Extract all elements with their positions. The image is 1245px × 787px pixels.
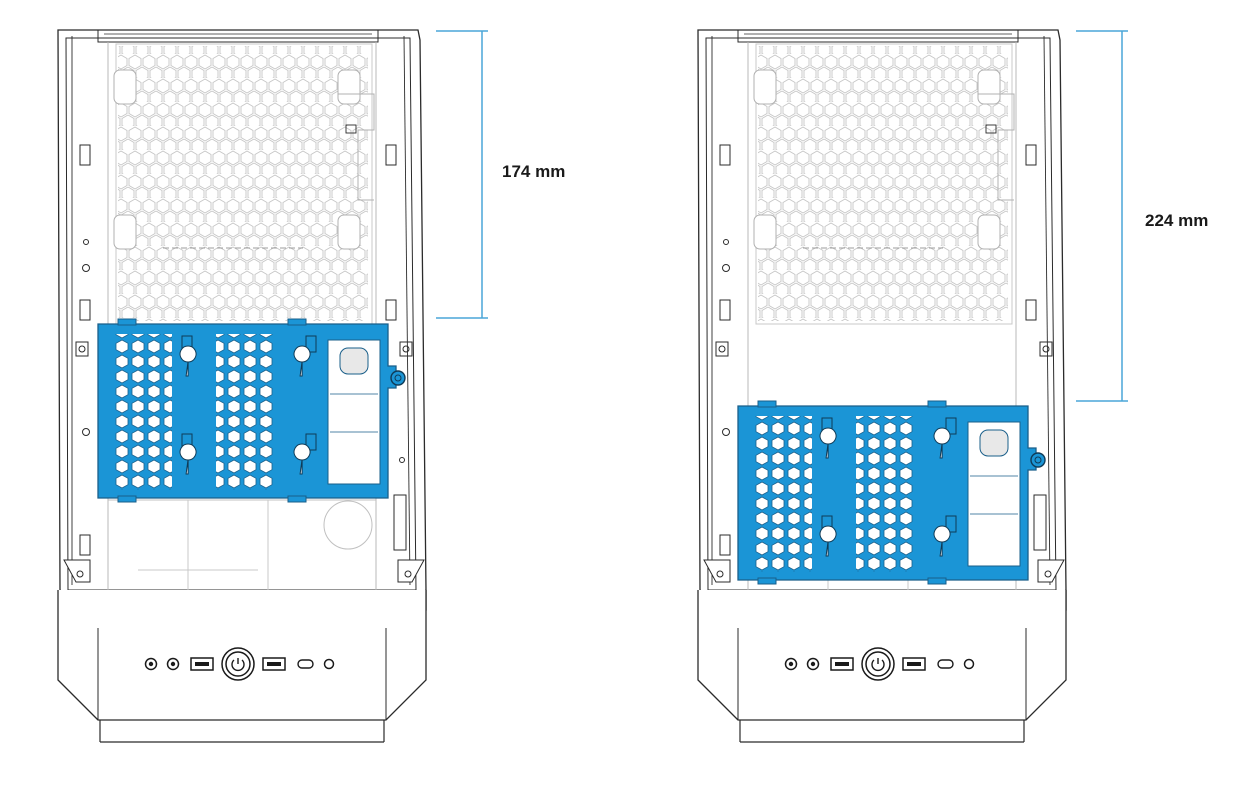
- dimension-label-224mm: 224 mm: [1145, 211, 1209, 230]
- case-right-view: [697, 29, 1067, 743]
- dimension-line-174: [436, 30, 488, 319]
- dimension-line-224: [1076, 30, 1128, 402]
- drive-cage-left: [97, 318, 406, 503]
- case-left-view: [57, 29, 427, 743]
- drive-cage-right: [737, 400, 1046, 585]
- dimension-label-174mm: 174 mm: [502, 162, 566, 181]
